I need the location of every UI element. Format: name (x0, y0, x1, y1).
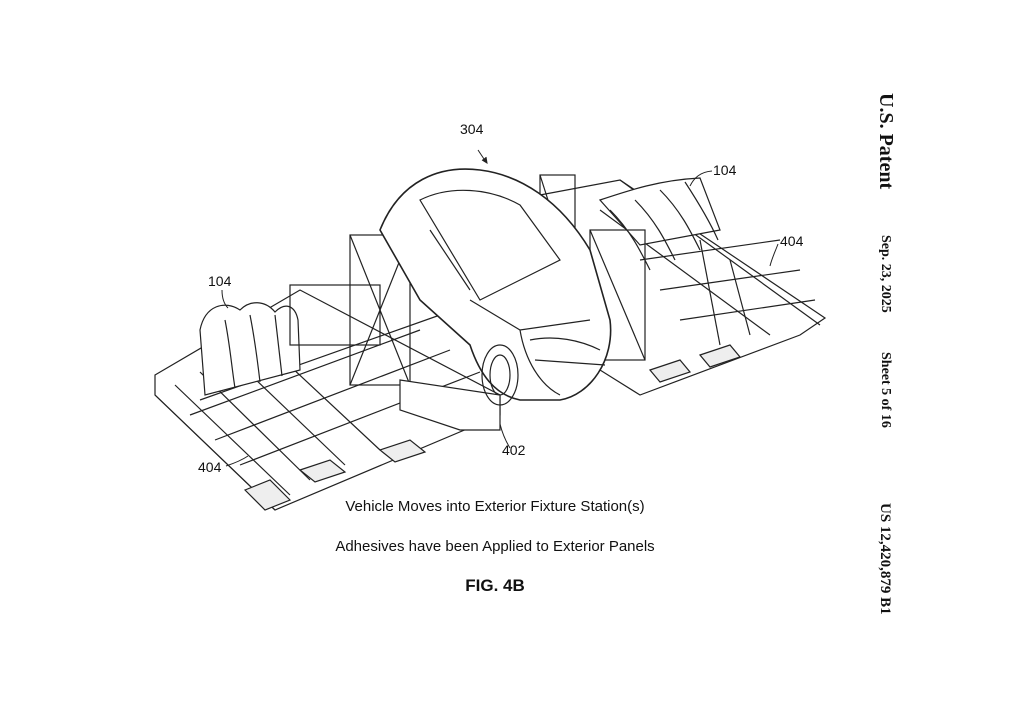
right-platform (539, 179, 827, 396)
caption-line-1: Vehicle Moves into Exterior Fixture Stat… (345, 498, 645, 515)
ref-304: 304 (460, 121, 484, 137)
ref-104-left: 104 (208, 273, 232, 289)
leader-lines (221, 149, 779, 467)
ref-404-right: 404 (780, 233, 804, 249)
left-fixture-104 (199, 302, 301, 396)
vehicle-body (379, 168, 612, 406)
patent-label: U.S. Patent (875, 93, 897, 190)
caption-line-2: Adhesives have been Applied to Exterior … (335, 538, 655, 555)
ref-404-left: 404 (198, 459, 222, 475)
patent-number: US 12,420,879 B1 (877, 503, 893, 615)
figure-label: FIG. 4B (465, 576, 525, 595)
ref-104-right: 104 (713, 162, 737, 178)
patent-date: Sep. 23, 2025 (878, 235, 893, 313)
sheet-number: Sheet 5 of 16 (878, 352, 893, 428)
ref-402: 402 (502, 442, 526, 458)
frame-towers (289, 174, 646, 431)
right-fixture-104 (598, 177, 721, 271)
